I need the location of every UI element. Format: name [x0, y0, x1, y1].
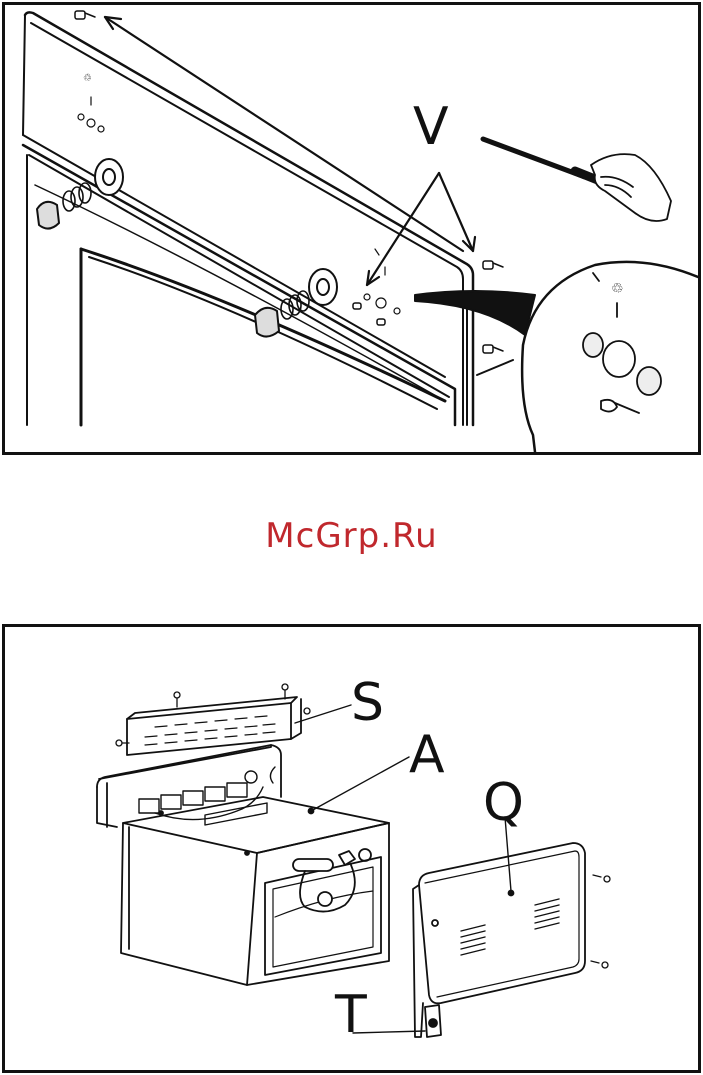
back-panel-icon — [413, 843, 585, 1037]
figure-top-panel: ♲ — [2, 2, 701, 455]
hand-icon — [591, 154, 671, 221]
callout-q-label: Q — [483, 777, 524, 829]
screw-icon — [591, 875, 610, 968]
callout-s-label: S — [351, 677, 384, 729]
svg-text:♲: ♲ — [83, 73, 92, 84]
oven-front-illustration: ♲ — [5, 5, 698, 452]
watermark-text: McGrp.Ru — [0, 516, 703, 556]
svg-text:♲: ♲ — [611, 281, 624, 297]
screwdriver-icon — [483, 139, 605, 183]
callout-a-label: A — [409, 729, 445, 781]
oven-icon — [97, 745, 389, 985]
callout-t-label: T — [335, 989, 367, 1041]
figure-bottom-panel: S A Q T — [2, 624, 701, 1073]
callout-v-label: V — [413, 101, 449, 153]
